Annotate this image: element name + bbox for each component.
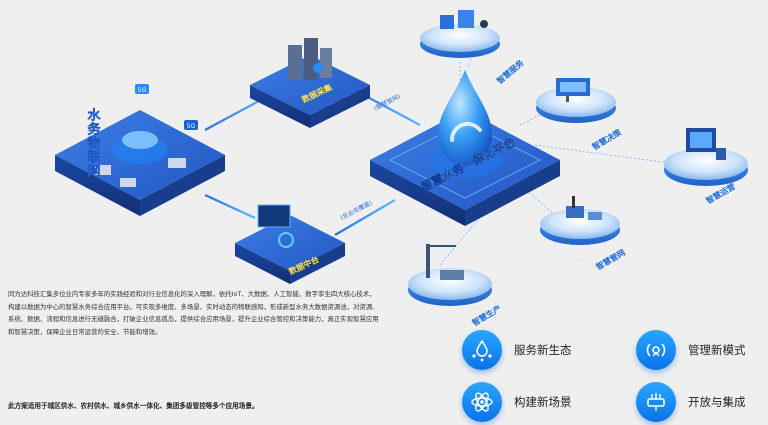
solution-description: 同为达科技汇集多位业内专家多年的实践经验和对行业信息化的深入理解，依托IoT、大… bbox=[8, 290, 379, 336]
5g-badge-top: 5G bbox=[135, 84, 149, 94]
satellite-smart-production bbox=[408, 244, 492, 306]
management-signal-icon bbox=[636, 330, 676, 370]
feature-new-scenario: 构建新场景 bbox=[462, 382, 572, 422]
5g-badge-mid: 5G bbox=[184, 120, 198, 130]
central-platform bbox=[370, 47, 560, 226]
label-smart-service: 智慧服务 bbox=[495, 57, 527, 86]
satellite-smart-service bbox=[420, 10, 500, 58]
atom-scene-icon bbox=[462, 382, 502, 422]
integration-hub-icon bbox=[636, 382, 676, 422]
satellite-smart-operation bbox=[664, 128, 748, 186]
feature-open-integration: 开放与集成 bbox=[636, 382, 746, 422]
iot-platform-title: 水务物联网 bbox=[85, 107, 101, 178]
feature-label: 服务新生态 bbox=[514, 345, 572, 357]
label-smart-decision: 智慧决策 bbox=[590, 127, 624, 152]
satellite-smart-pipe bbox=[540, 196, 620, 245]
iot-platform bbox=[55, 110, 225, 216]
feature-service-ecology: 服务新生态 bbox=[462, 330, 572, 370]
svg-text:5G: 5G bbox=[138, 87, 147, 94]
link-label-lower: (全业务覆盖) bbox=[339, 199, 374, 222]
svg-text:5G: 5G bbox=[187, 123, 196, 130]
feature-label: 管理新模式 bbox=[688, 345, 746, 357]
data-middle-platform bbox=[235, 204, 345, 284]
feature-label: 开放与集成 bbox=[688, 397, 746, 409]
feature-management-mode: 管理新模式 bbox=[636, 330, 746, 370]
label-smart-pipe: 智慧管网 bbox=[594, 247, 627, 272]
water-drop-network-icon bbox=[462, 330, 502, 370]
applicable-scenarios-note: 此方案适用于城区供水、农村供水、城乡供水一体化、集团多级管控等多个应用场景。 bbox=[8, 402, 259, 410]
data-collection-platform bbox=[250, 38, 370, 128]
satellite-smart-decision bbox=[536, 78, 616, 123]
label-smart-production: 智慧生产 bbox=[470, 303, 503, 328]
feature-label: 构建新场景 bbox=[514, 397, 572, 409]
